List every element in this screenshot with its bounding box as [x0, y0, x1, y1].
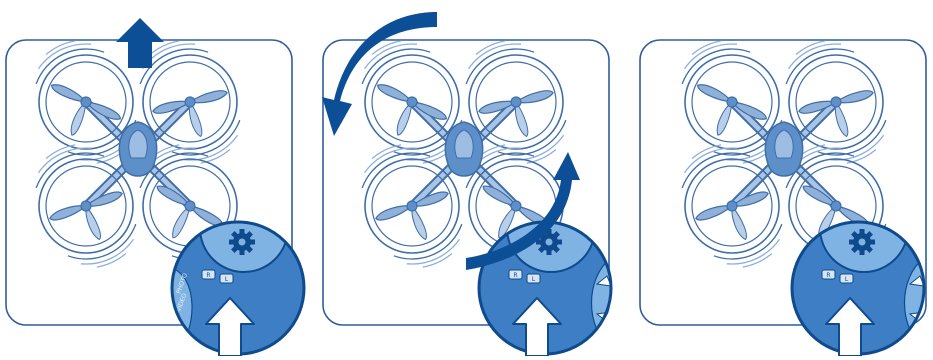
panel-rotate-left: RL: [322, 12, 611, 356]
button-label: R: [206, 272, 210, 279]
button-label: R: [513, 272, 517, 279]
gear-icon: [229, 229, 255, 255]
panel-ascend: RLPHOTOVIDEO: [6, 18, 304, 356]
button-label: R: [826, 272, 830, 279]
panel-rotate-right: RL: [640, 40, 926, 356]
gear-icon: [849, 229, 875, 255]
